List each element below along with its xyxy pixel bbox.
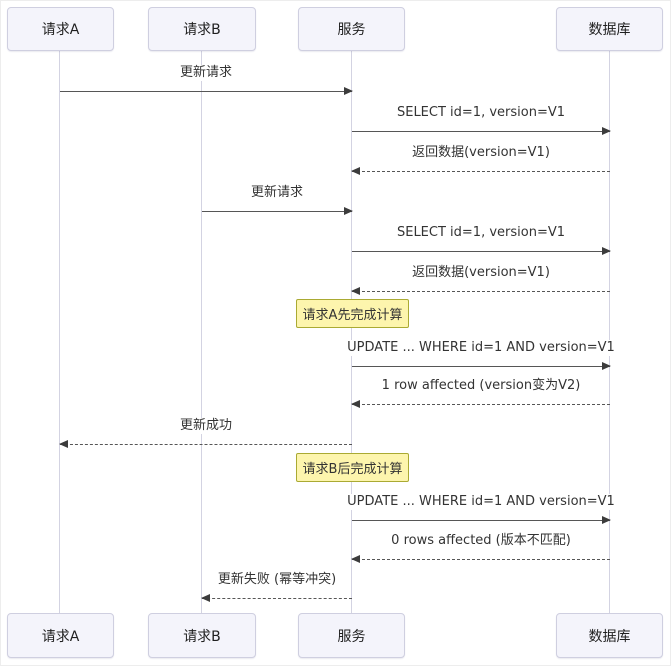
arrowhead-icon [351, 554, 360, 563]
actor-bottom-request-b: 请求B [148, 613, 256, 658]
actor-label: 数据库 [588, 22, 631, 38]
actor-top-request-a: 请求A [7, 7, 114, 51]
message-label: 更新失败 (幂等冲突) [214, 572, 340, 588]
message-label: SELECT id=1, version=V1 [393, 225, 569, 241]
actor-bottom-request-a: 请求A [7, 613, 114, 658]
arrowhead-icon [602, 246, 611, 255]
message-label: UPDATE ... WHERE id=1 AND version=V1 [344, 340, 618, 356]
arrowhead-icon [344, 206, 353, 215]
message-arrow [351, 166, 610, 175]
message-arrow [351, 286, 610, 295]
actor-bottom-service: 服务 [298, 613, 405, 658]
actor-top-request-b: 请求B [148, 7, 256, 51]
arrowhead-icon [351, 166, 360, 175]
actor-label: 数据库 [588, 628, 631, 645]
message-arrow [352, 246, 611, 255]
arrowhead-icon [351, 399, 360, 408]
actor-top-service: 服务 [298, 7, 405, 51]
message-label: 0 rows affected (版本不匹配) [388, 533, 574, 549]
actor-label: 服务 [337, 22, 366, 38]
message-arrow [351, 399, 610, 408]
lifeline-request-b [201, 51, 202, 613]
note-request-b-later: 请求B后完成计算 [296, 453, 409, 482]
lifeline-database [609, 51, 610, 613]
arrowhead-icon [602, 515, 611, 524]
note-label: 请求A先完成计算 [302, 308, 403, 323]
message-arrow [352, 126, 611, 135]
actor-label: 请求A [41, 628, 80, 645]
message-label: 返回数据(version=V1) [409, 145, 553, 161]
arrowhead-icon [201, 593, 210, 602]
message-label: 更新请求 [176, 65, 236, 81]
actor-label: 请求A [41, 22, 80, 38]
message-label: 更新成功 [176, 418, 236, 434]
lifeline-request-a [59, 51, 60, 613]
message-arrow [201, 593, 352, 602]
message-label: UPDATE ... WHERE id=1 AND version=V1 [344, 494, 618, 510]
actor-top-database: 数据库 [556, 7, 663, 51]
message-arrow [59, 439, 352, 448]
message-arrow [352, 361, 611, 370]
note-label: 请求B后完成计算 [302, 462, 403, 477]
message-label: 返回数据(version=V1) [409, 265, 553, 281]
arrowhead-icon [59, 439, 68, 448]
arrowhead-icon [602, 126, 611, 135]
message-label: SELECT id=1, version=V1 [393, 105, 569, 121]
actor-label: 请求B [183, 628, 221, 645]
actor-label: 请求B [183, 22, 221, 38]
message-arrow [352, 515, 611, 524]
arrowhead-icon [602, 361, 611, 370]
actor-label: 服务 [337, 628, 366, 645]
message-arrow [351, 554, 610, 563]
message-arrow [202, 206, 353, 215]
note-request-a-first: 请求A先完成计算 [296, 299, 409, 328]
message-label: 更新请求 [247, 185, 307, 201]
actor-bottom-database: 数据库 [556, 613, 663, 658]
lifeline-service [351, 51, 352, 613]
arrowhead-icon [351, 286, 360, 295]
arrowhead-icon [344, 86, 353, 95]
message-arrow [60, 86, 353, 95]
message-label: 1 row affected (version变为V2) [378, 378, 584, 394]
